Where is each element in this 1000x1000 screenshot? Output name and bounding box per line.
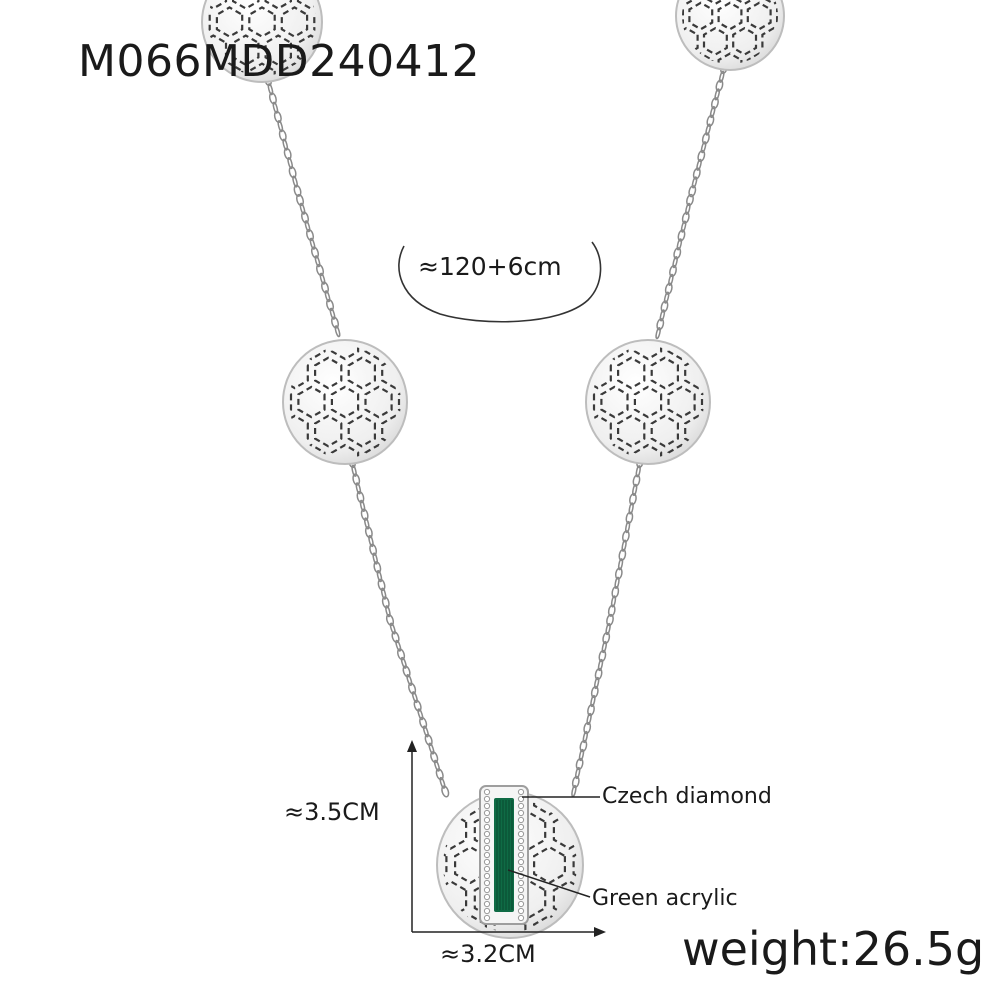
height-arrow-icon — [407, 740, 417, 752]
green-acrylic-leader — [507, 869, 591, 898]
green-acrylic-label: Green acrylic — [592, 886, 738, 911]
coin-disc-mid-left — [282, 339, 408, 465]
weight-label: weight:26.5g — [682, 922, 985, 976]
necklace-chain — [264, 61, 728, 798]
product-sku: M066MDD240412 — [78, 36, 481, 87]
coin-disc-top-right — [675, 0, 785, 71]
dimension-guides — [407, 740, 606, 937]
chain-length-curve — [398, 241, 602, 323]
coin-disc-top-left — [201, 0, 323, 83]
acrylic-stripes — [496, 800, 513, 910]
pendant-height-label: ≈3.5CM — [284, 798, 380, 826]
chain-length-label: ≈120+6cm — [418, 252, 562, 281]
main-pendant — [436, 785, 584, 939]
width-arrow-icon — [594, 927, 606, 937]
coin-disc-mid-right — [585, 339, 711, 465]
pendant-width-label: ≈3.2CM — [440, 940, 536, 968]
czech-diamond-label: Czech diamond — [602, 784, 772, 809]
